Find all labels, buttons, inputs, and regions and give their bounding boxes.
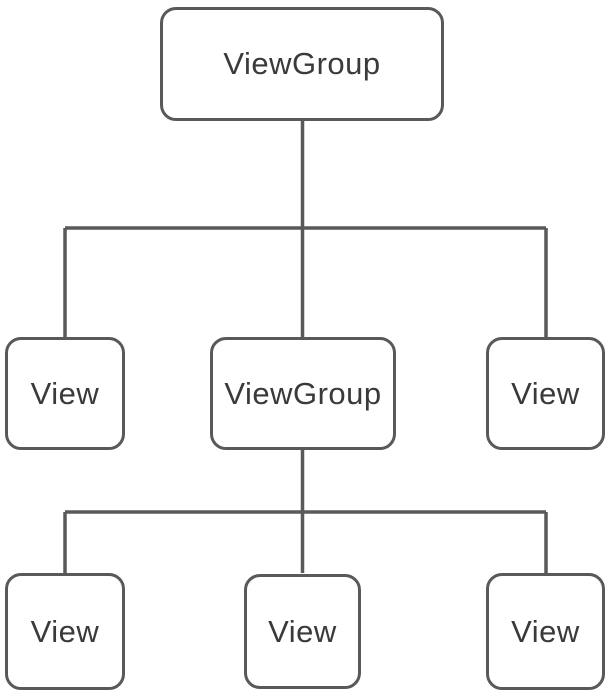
node-label: View bbox=[30, 613, 100, 649]
node-viewgroup-child-middle: ViewGroup bbox=[210, 337, 396, 450]
node-view-child-left: View bbox=[5, 337, 125, 450]
node-label: View bbox=[268, 613, 337, 649]
node-label: ViewGroup bbox=[224, 375, 382, 411]
node-viewgroup-root: ViewGroup bbox=[160, 7, 444, 121]
node-view-child-right: View bbox=[486, 337, 605, 450]
node-label: View bbox=[511, 375, 580, 411]
node-label: ViewGroup bbox=[223, 46, 381, 81]
node-view-grandchild-right: View bbox=[486, 573, 605, 690]
node-label: View bbox=[30, 375, 100, 411]
node-view-grandchild-left: View bbox=[5, 573, 125, 690]
node-label: View bbox=[511, 613, 580, 649]
node-view-grandchild-middle: View bbox=[244, 574, 361, 689]
